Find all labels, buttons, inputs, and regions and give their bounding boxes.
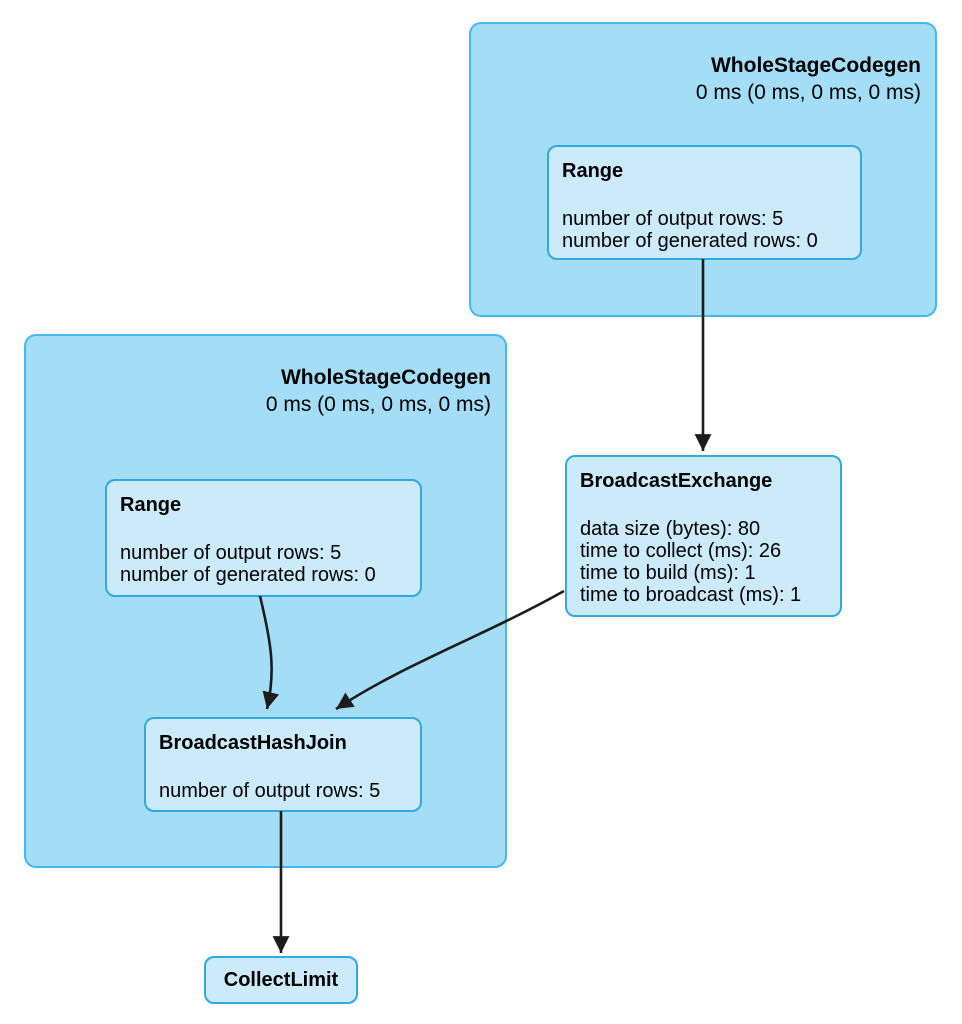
cluster-duration: 0 ms (0 ms, 0 ms, 0 ms) [265, 393, 491, 416]
node-title: Range [120, 494, 182, 516]
cluster-title: WholeStageCodegen [280, 366, 491, 389]
cluster-duration: 0 ms (0 ms, 0 ms, 0 ms) [695, 81, 921, 104]
node-metric: number of output rows: 5 [159, 780, 381, 802]
node-metric: time to collect (ms): 26 [580, 540, 782, 562]
node-title: CollectLimit [223, 969, 339, 991]
node-metric: number of generated rows: 0 [562, 230, 818, 252]
node-metric: number of output rows: 5 [120, 542, 342, 564]
node-collect-limit[interactable]: CollectLimit [204, 956, 358, 1004]
node-metric: data size (bytes): 80 [580, 518, 761, 540]
node-title: BroadcastHashJoin [159, 732, 347, 754]
cluster-title: WholeStageCodegen [710, 54, 921, 77]
cluster-header: WholeStageCodegen 0 ms (0 ms, 0 ms, 0 ms… [266, 364, 491, 418]
cluster-wholestagecodegen-left: WholeStageCodegen 0 ms (0 ms, 0 ms, 0 ms… [24, 334, 507, 868]
node-metric: time to build (ms): 1 [580, 562, 756, 584]
node-metric: number of output rows: 5 [562, 208, 784, 230]
node-metric: time to broadcast (ms): 1 [580, 584, 802, 606]
node-range-left[interactable]: Range number of output rows: 5 number of… [105, 479, 422, 597]
node-metric: number of generated rows: 0 [120, 564, 376, 586]
cluster-header: WholeStageCodegen 0 ms (0 ms, 0 ms, 0 ms… [696, 52, 921, 106]
cluster-wholestagecodegen-top: WholeStageCodegen 0 ms (0 ms, 0 ms, 0 ms… [469, 22, 937, 317]
node-title: Range [562, 160, 624, 182]
node-range-top[interactable]: Range number of output rows: 5 number of… [547, 145, 862, 260]
node-broadcast-hash-join[interactable]: BroadcastHashJoin number of output rows:… [144, 717, 422, 812]
node-title: BroadcastExchange [580, 470, 773, 492]
node-broadcast-exchange[interactable]: BroadcastExchange data size (bytes): 80 … [565, 455, 842, 617]
